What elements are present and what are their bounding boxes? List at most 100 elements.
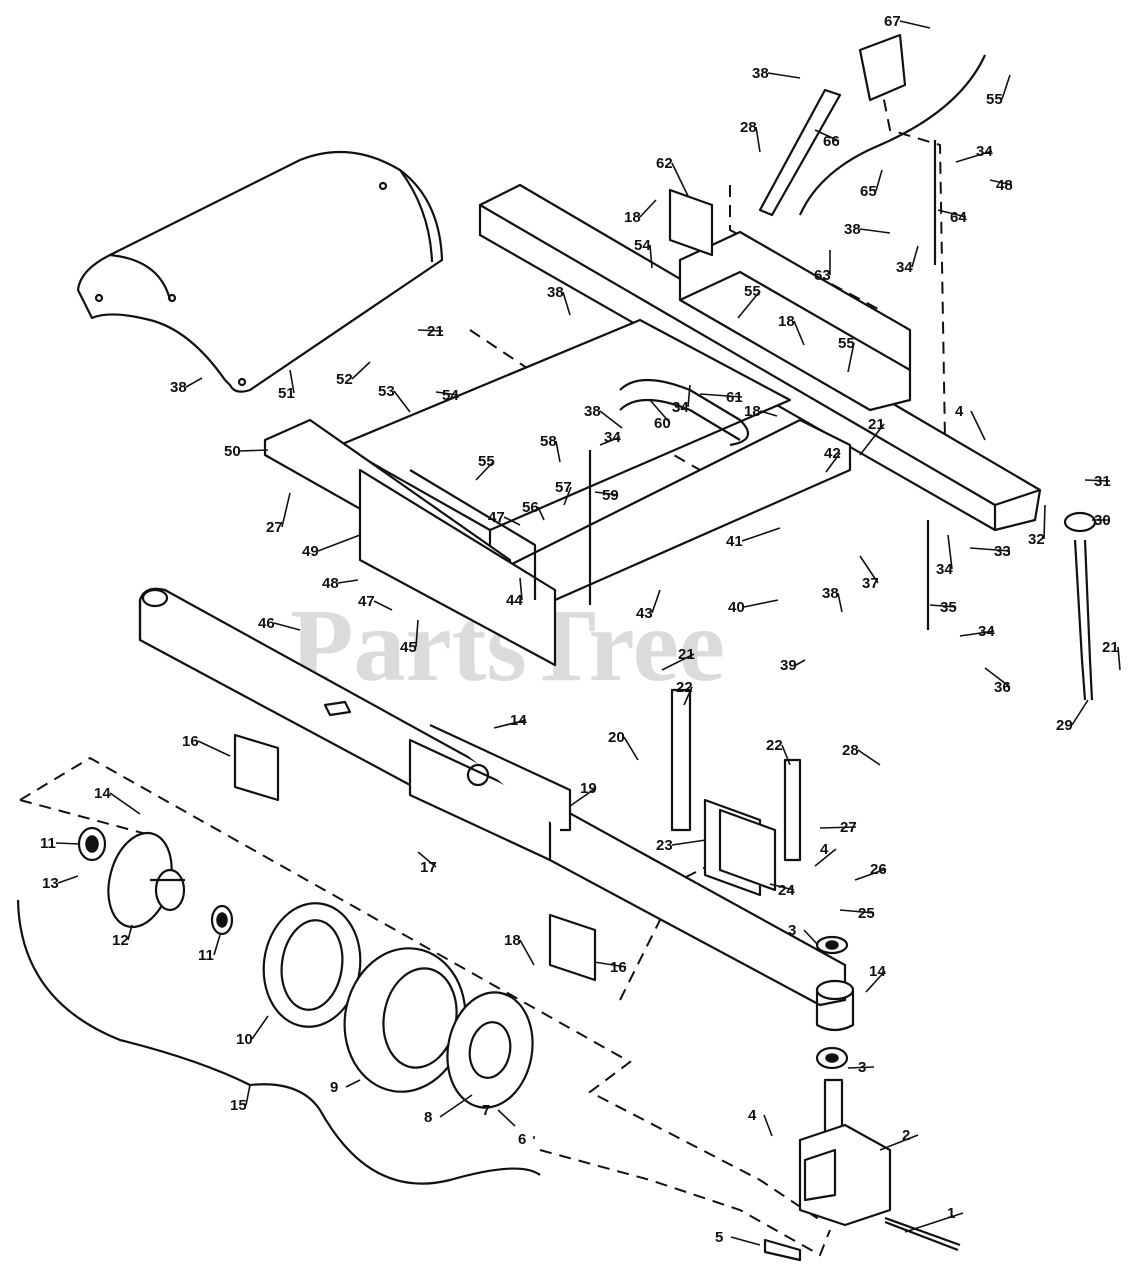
links [758,33,987,217]
leader-line-66 [814,129,840,142]
leader-line-47a [503,516,521,526]
leader-line-1 [904,1212,964,1233]
leader-line-3a [803,929,819,946]
leader-line-60 [649,399,671,424]
part-number-29: 29 [1056,717,1073,734]
leader-line-55a [1001,74,1011,100]
leader-line-35 [929,604,957,608]
part-number-25: 25 [858,905,875,922]
part-number-19: 19 [580,780,597,797]
leader-line-34a [955,150,993,163]
part-number-17: 17 [420,859,437,876]
leader-line-42 [825,452,841,473]
leader-line-39 [795,659,806,666]
part-number-21a: 21 [427,323,444,340]
leader-line-65 [875,169,883,192]
part-number-27b: 27 [840,819,857,836]
part-number-55a: 55 [986,91,1003,108]
part-number-66: 66 [823,133,840,150]
part-number-26: 26 [870,861,887,878]
part-number-54a: 54 [634,237,651,254]
leader-line-16a [197,740,231,757]
part-number-3b: 3 [858,1059,866,1076]
leader-line-53 [393,390,411,413]
leader-line-34b [911,245,919,268]
part-number-36: 36 [994,679,1011,696]
part-number-34f: 34 [978,623,995,640]
leader-line-34e [947,534,953,570]
part-number-12: 12 [112,932,129,949]
leader-line-28a [755,126,761,153]
leader-line-34f [959,630,995,637]
leader-line-46 [273,622,301,631]
leader-line-45 [415,619,419,648]
part-number-49: 49 [302,543,319,560]
leader-line-21a [417,329,444,332]
leader-line-27a [281,492,291,528]
part-number-23: 23 [656,837,673,854]
part-number-62: 62 [656,155,673,172]
leader-line-2 [879,1134,919,1151]
hitch-rod [1063,511,1097,701]
leader-line-38f [837,592,843,613]
leader-line-64 [937,209,967,218]
part-number-11b: 11 [198,947,214,964]
part-number-33: 33 [994,543,1011,560]
part-number-1: 1 [947,1205,955,1222]
leader-line-52 [351,361,371,380]
leader-line-54b [435,391,459,396]
part-number-45: 45 [400,639,417,656]
part-number-18a: 18 [624,209,641,226]
leader-line-24 [769,883,795,891]
part-number-38b: 38 [170,379,187,396]
part-number-18b: 18 [778,313,795,330]
part-number-15: 15 [230,1097,247,1114]
part-number-59: 59 [602,487,619,504]
leader-line-34c [687,384,691,408]
leader-line-43 [651,589,661,614]
front-bracket [263,418,557,667]
part-number-7: 7 [482,1102,490,1119]
part-number-13: 13 [42,875,59,892]
leader-line-10 [251,1015,269,1040]
part-number-50: 50 [224,443,241,460]
part-number-20: 20 [608,729,625,746]
leader-line-67 [899,20,931,29]
part-number-39: 39 [780,657,797,674]
part-number-21b: 21 [868,416,885,433]
leader-line-31 [1084,479,1111,482]
fender [76,150,444,393]
part-number-9: 9 [330,1079,338,1096]
leader-line-25 [839,909,875,914]
part-number-38a: 38 [752,65,769,82]
part-number-51: 51 [278,385,295,402]
part-number-4a: 4 [820,841,829,858]
leader-line-29 [1071,699,1089,726]
part-number-41: 41 [726,533,743,550]
leader-line-22a [683,686,693,706]
part-number-57: 57 [555,479,572,496]
leader-line-49 [317,534,361,552]
leader-line-9 [345,1079,361,1088]
leader-line-32 [1043,504,1046,540]
part-number-8: 8 [424,1109,432,1126]
part-number-34a: 34 [976,143,993,160]
leader-line-18a [639,199,657,218]
leader-line-57 [563,486,572,506]
part-number-18d: 18 [504,932,521,949]
leader-line-61 [699,393,743,398]
leader-line-18d [519,939,535,966]
part-number-60: 60 [654,415,671,432]
leader-line-11a [55,842,81,845]
part-number-18c: 18 [744,403,761,420]
part-number-5: 5 [715,1229,723,1246]
leader-line-14a [109,792,141,815]
leader-line-8 [439,1094,473,1118]
part-number-48a: 48 [322,575,339,592]
leader-line-26 [854,868,887,881]
leader-line-50 [239,449,269,452]
leader-line-47b [373,600,393,611]
leader-line-20 [623,736,639,761]
part-number-34d: 34 [604,429,621,446]
part-number-67: 67 [884,13,901,30]
